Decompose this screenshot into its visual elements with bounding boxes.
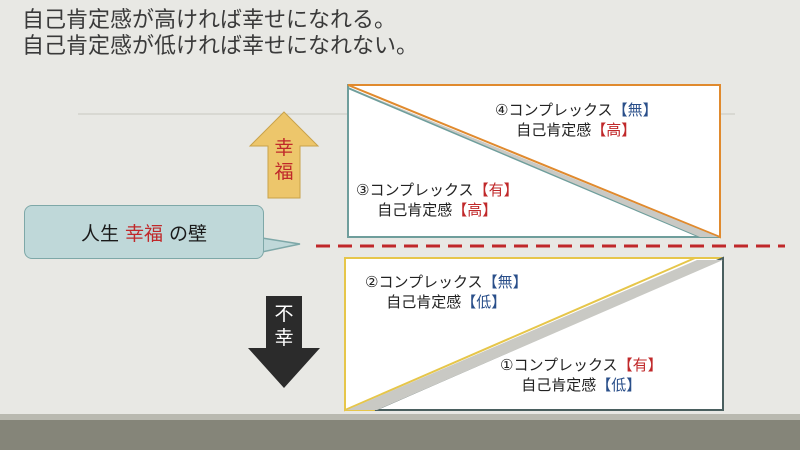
wall-prefix: 人生 [80,222,119,245]
label-3-level: 【高】 [452,201,498,219]
bottom-bar [0,414,800,450]
triangle-4 [347,84,721,239]
label-1-complex: ①コンプレックス [500,356,618,374]
title-block: 自己肯定感が高ければ幸せになれる。 自己肯定感が低ければ幸せになれない。 [22,8,418,60]
label-1-esteem: 自己肯定感 [521,376,597,394]
up-arrow-char-1: 幸 [274,137,294,159]
title-line-2: 自己肯定感が低ければ幸せになれない。 [22,34,419,59]
wall-callout [24,205,264,259]
label-4-tag: 【無】 [612,101,658,119]
down-arrow-char-2: 幸 [274,327,294,349]
label-3-tag: 【有】 [473,181,519,199]
label-2-esteem: 自己肯定感 [386,293,462,311]
up-arrow-label: 幸 福 [269,136,299,184]
label-3: ③コンプレックス【有】 自己肯定感【高】 [356,180,519,220]
wall-suffix: の壁 [169,222,208,245]
label-1: ①コンプレックス【有】 自己肯定感【低】 [500,355,663,395]
wall-emphasis: 幸福 [124,222,163,245]
wall-callout-text: 人生 幸福 の壁 [24,205,264,259]
title-line-1: 自己肯定感が高ければ幸せになれる。 [22,8,397,33]
label-2-complex: ②コンプレックス [365,273,483,291]
triangle-gap-lower [347,260,723,410]
label-3-esteem: 自己肯定感 [377,201,453,219]
label-4-level: 【高】 [591,121,637,139]
label-2-tag: 【無】 [482,273,528,291]
label-4: ④コンプレックス【無】 自己肯定感【高】 [495,100,658,140]
label-2: ②コンプレックス【無】 自己肯定感【低】 [365,272,528,312]
label-1-level: 【低】 [596,376,642,394]
triangle-3 [347,86,701,238]
wall-callout-pointer [261,237,301,253]
label-4-complex: ④コンプレックス [495,101,613,119]
down-arrow-label: 不 幸 [269,302,299,350]
label-4-esteem: 自己肯定感 [516,121,592,139]
down-arrow-shape [248,296,320,388]
label-2-level: 【低】 [461,293,507,311]
down-arrow-char-1: 不 [274,303,294,325]
up-arrow-char-2: 福 [274,161,294,183]
triangle-gap-upper [350,88,718,237]
label-1-tag: 【有】 [617,356,663,374]
up-arrow-shape [248,111,320,199]
label-3-complex: ③コンプレックス [356,181,474,199]
triangle-2 [344,257,696,412]
